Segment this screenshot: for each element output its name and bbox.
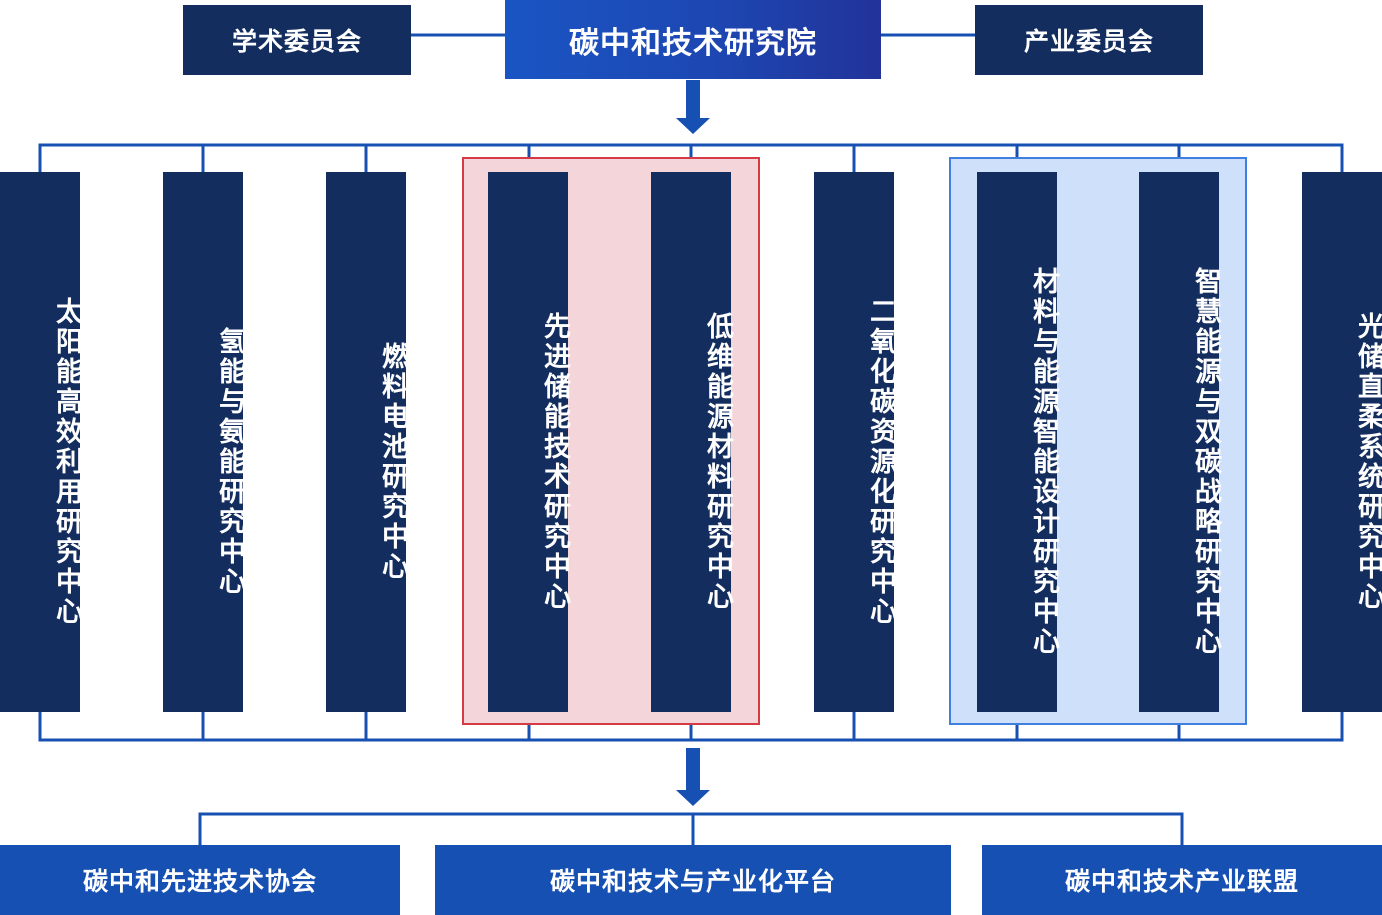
center-co2-utilization: 二氧化碳资源化研究中心 xyxy=(814,172,896,712)
down-arrow-top xyxy=(676,80,710,134)
center-solar: 太阳能高效利用研究中心 xyxy=(0,172,82,712)
output-platform: 碳中和技术与产业化平台 xyxy=(435,845,951,915)
center-fuel-cell: 燃料电池研究中心 xyxy=(326,172,408,712)
down-arrow-bottom xyxy=(676,748,710,806)
center-low-dim-materials: 低维能源材料研究中心 xyxy=(651,172,733,712)
center-energy-storage: 先进储能技术研究中心 xyxy=(488,172,570,712)
industry-committee-box: 产业委员会 xyxy=(975,5,1203,75)
output-association: 碳中和先进技术协会 xyxy=(0,845,400,915)
output-alliance: 碳中和技术产业联盟 xyxy=(982,845,1382,915)
center-hydrogen-ammonia: 氢能与氨能研究中心 xyxy=(163,172,245,712)
academic-committee-box: 学术委员会 xyxy=(183,5,411,75)
center-materials-design: 材料与能源智能设计研究中心 xyxy=(977,172,1059,712)
center-pv-storage-system: 光储直柔系统研究中心 xyxy=(1302,172,1382,712)
institute-title-box: 碳中和技术研究院 xyxy=(505,0,881,79)
center-smart-energy: 智慧能源与双碳战略研究中心 xyxy=(1139,172,1221,712)
